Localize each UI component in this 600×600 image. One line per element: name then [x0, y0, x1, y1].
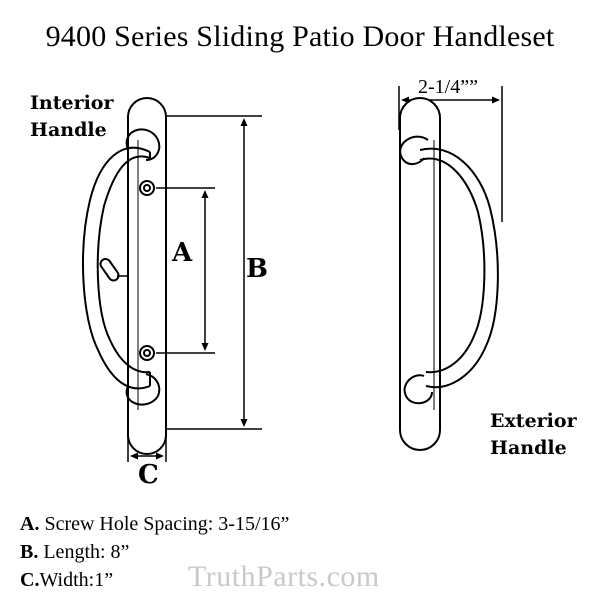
exterior-grip-bottom-cap — [403, 374, 433, 405]
page-title: 9400 Series Sliding Patio Door Handleset — [45, 20, 555, 53]
interior-grip — [82, 146, 151, 390]
interior-handle — [82, 97, 167, 455]
exterior-label-line1: Exterior — [490, 410, 577, 432]
screw-hole-bottom-outer — [139, 345, 155, 361]
lock-lever — [99, 257, 120, 282]
spec-a: A. Screw Hole Spacing: 3-15/16” — [20, 510, 289, 538]
dimension-a-label: A — [172, 238, 193, 268]
screw-hole-top-outer — [139, 180, 155, 196]
interior-handle-label: Interior Handle — [30, 90, 113, 144]
spec-c: C.Width:1” — [20, 566, 289, 594]
dimension-c-label: C — [138, 460, 159, 490]
spec-a-text: Screw Hole Spacing: 3-15/16” — [39, 513, 290, 535]
interior-label-line2: Handle — [30, 119, 107, 141]
exterior-grip-top-cap — [399, 135, 429, 165]
exterior-grip — [419, 147, 499, 389]
exterior-handle-label: Exterior Handle — [490, 408, 577, 462]
dimension-b-label: B — [246, 254, 268, 284]
spec-b-key: B. — [20, 541, 39, 563]
dimension-lines — [127, 86, 503, 462]
spec-b: B. Length: 8” — [20, 538, 289, 566]
screw-hole-bottom-inner — [143, 349, 151, 357]
exterior-label-line2: Handle — [490, 437, 567, 459]
interior-grip-top-cap — [125, 128, 161, 161]
brand-watermark: TruthParts.com — [188, 560, 380, 593]
exterior-handle — [399, 97, 499, 451]
spec-list: A. Screw Hole Spacing: 3-15/16” B. Lengt… — [20, 510, 289, 594]
interior-grip-bottom-cap — [125, 373, 161, 406]
screw-hole-top-inner — [143, 184, 151, 192]
spec-c-text: Width:1” — [39, 569, 114, 591]
spec-a-key: A. — [20, 513, 40, 535]
dimension-width-label: 2-1/4”” — [418, 76, 478, 98]
interior-label-line1: Interior — [30, 92, 114, 114]
spec-b-text: Length: 8” — [38, 541, 130, 563]
exterior-backplate — [399, 97, 441, 451]
spec-c-key: C. — [20, 569, 40, 591]
